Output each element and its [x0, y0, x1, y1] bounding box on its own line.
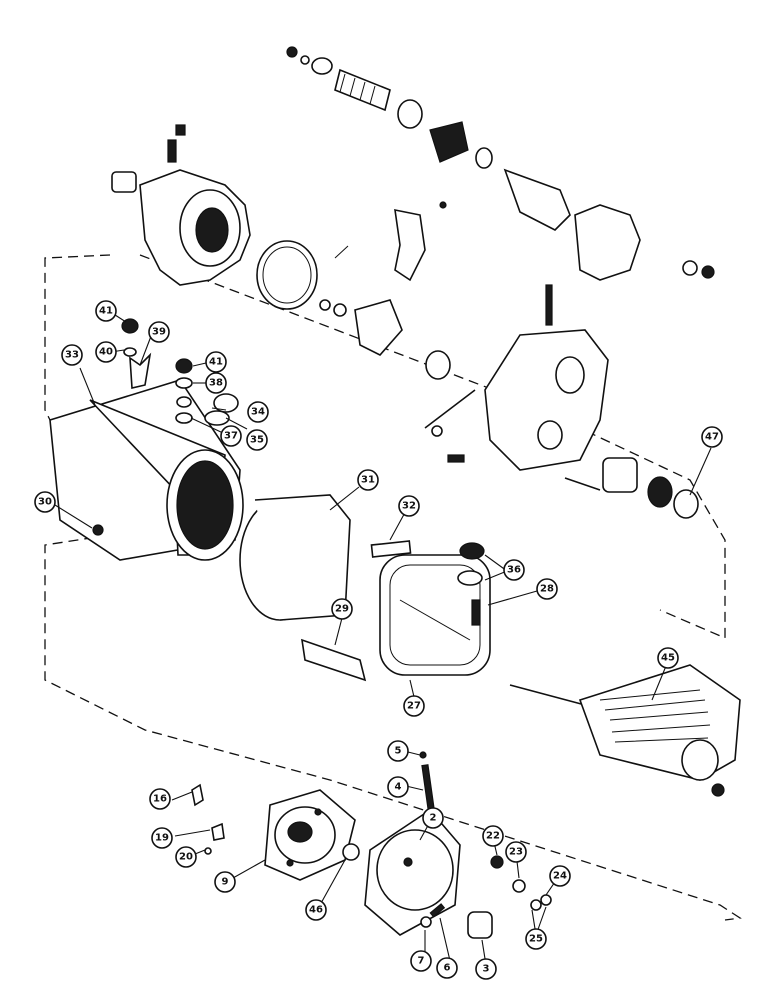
callout-46: 46 [305, 899, 327, 921]
brush-clips [191, 783, 225, 855]
svg-text:46: 46 [309, 905, 323, 916]
svg-text:6: 6 [444, 963, 451, 974]
callout-28: 28 [536, 578, 558, 600]
svg-text:45: 45 [661, 653, 675, 664]
plunger-spring-set [286, 46, 715, 281]
callout-7: 7 [410, 950, 432, 972]
callout-36: 36 [503, 559, 525, 581]
callout-19: 19 [151, 827, 173, 849]
assembly-line-upper [44, 254, 726, 639]
callout-35: 35 [246, 429, 268, 451]
lever-housing [424, 284, 699, 519]
callout-33: 33 [61, 344, 83, 366]
svg-text:38: 38 [209, 378, 223, 389]
armature [509, 664, 741, 797]
terminal-hardware [92, 318, 239, 536]
svg-text:4: 4 [395, 782, 402, 793]
svg-text:30: 30 [38, 497, 52, 508]
svg-text:19: 19 [155, 833, 169, 844]
shift-lever [256, 201, 447, 310]
callout-4: 4 [387, 776, 409, 798]
svg-text:5: 5 [395, 746, 402, 757]
drive-housing [111, 124, 251, 286]
svg-text:22: 22 [486, 831, 500, 842]
callout-9: 9 [214, 871, 236, 893]
svg-text:16: 16 [153, 794, 167, 805]
svg-text:31: 31 [361, 475, 375, 486]
callout-22: 22 [482, 825, 504, 847]
svg-text:34: 34 [251, 407, 265, 418]
svg-text:39: 39 [152, 327, 166, 338]
callout-24: 24 [549, 865, 571, 887]
svg-text:40: 40 [99, 347, 113, 358]
field-coils [301, 540, 491, 682]
drive-pinion [319, 299, 451, 380]
svg-text:35: 35 [250, 435, 264, 446]
svg-text:47: 47 [705, 432, 719, 443]
callout-5: 5 [387, 740, 409, 762]
svg-text:36: 36 [507, 565, 521, 576]
svg-text:37: 37 [224, 431, 238, 442]
callout-29: 29 [331, 598, 353, 620]
callout-20: 20 [175, 846, 197, 868]
callout-3: 3 [475, 958, 497, 980]
callout-30: 30 [34, 491, 56, 513]
commutator-end-plate [264, 789, 356, 881]
callout-2: 2 [422, 807, 444, 829]
svg-text:29: 29 [335, 604, 349, 615]
svg-text:3: 3 [483, 964, 490, 975]
svg-text:9: 9 [222, 877, 229, 888]
brush-holder-parts [457, 542, 485, 586]
callout-25: 25 [525, 928, 547, 950]
callout-39: 39 [148, 321, 170, 343]
svg-text:25: 25 [529, 934, 543, 945]
callout-37: 37 [220, 425, 242, 447]
callout-41-bottom: 41 [205, 351, 227, 373]
svg-text:33: 33 [65, 350, 79, 361]
svg-text:28: 28 [540, 584, 554, 595]
callout-16: 16 [149, 788, 171, 810]
callout-6: 6 [436, 957, 458, 979]
callout-38: 38 [205, 372, 227, 394]
callout-23: 23 [505, 841, 527, 863]
svg-text:27: 27 [407, 701, 421, 712]
svg-text:41: 41 [209, 357, 223, 368]
svg-text:24: 24 [553, 871, 567, 882]
svg-text:2: 2 [430, 813, 437, 824]
svg-text:7: 7 [418, 956, 425, 967]
svg-text:23: 23 [509, 847, 523, 858]
svg-text:32: 32 [402, 501, 416, 512]
callout-31: 31 [357, 469, 379, 491]
callout-47: 47 [701, 426, 723, 448]
svg-text:41: 41 [99, 306, 113, 317]
callout-45: 45 [657, 647, 679, 669]
assembly-line-lower [44, 534, 742, 921]
callout-32: 32 [398, 495, 420, 517]
svg-text:20: 20 [179, 852, 193, 863]
callout-34: 34 [247, 401, 269, 423]
field-frame [49, 379, 244, 561]
callout-41-top: 41 [95, 300, 117, 322]
insulator-band [239, 494, 351, 621]
callout-40: 40 [95, 341, 117, 363]
callout-27: 27 [403, 695, 425, 717]
end-cover [342, 751, 552, 939]
